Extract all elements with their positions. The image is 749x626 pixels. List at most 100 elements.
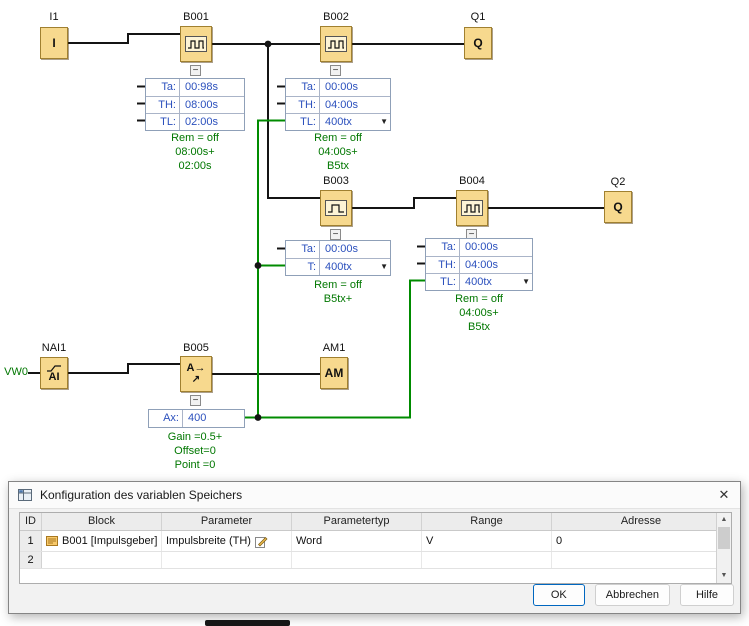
cell-parameter[interactable] xyxy=(162,552,292,568)
param-box-B005: Ax:400 xyxy=(148,409,245,428)
param-label: TH: xyxy=(426,257,460,273)
dropdown-icon[interactable]: ▼ xyxy=(522,277,530,287)
dialog-icon xyxy=(17,488,33,502)
collapse-button-B001[interactable]: − xyxy=(190,65,201,76)
block-B003[interactable] xyxy=(320,190,352,226)
block-Q1[interactable]: Q xyxy=(464,27,492,59)
header-block: Block xyxy=(42,513,162,530)
edit-parameter-icon[interactable] xyxy=(255,535,268,548)
annotation-B004: Rem = off 04:00s+ B5tx xyxy=(425,292,533,334)
block-label-B004: B004 xyxy=(448,175,496,187)
param-value[interactable]: 00:00s xyxy=(460,239,532,256)
minus-icon: − xyxy=(193,65,199,76)
cell-adresse[interactable] xyxy=(552,552,731,568)
output-symbol: Q xyxy=(473,36,482,50)
cell-range[interactable] xyxy=(422,552,552,568)
variable-memory-dialog: Konfiguration des variablen Speichers ✕ … xyxy=(8,481,741,614)
block-label-B003: B003 xyxy=(312,175,360,187)
scrollbar-thumb[interactable] xyxy=(718,527,730,549)
param-label: TL: xyxy=(426,274,460,290)
table-row[interactable]: 1 B001 [Impulsgeber] Impulsbreite (TH) W xyxy=(20,531,731,552)
header-adresse: Adresse xyxy=(552,513,731,530)
block-AM1[interactable]: AM xyxy=(320,357,348,389)
param-value[interactable]: 00:98s xyxy=(180,79,244,96)
cell-id[interactable]: 2 xyxy=(20,552,42,568)
param-value[interactable]: 400 xyxy=(183,410,244,427)
dropdown-icon[interactable]: ▼ xyxy=(380,262,388,272)
taskbar-peek xyxy=(205,620,290,626)
block-label-B001: B001 xyxy=(172,11,220,23)
param-label: TL: xyxy=(146,114,180,130)
param-box-B002: Ta:00:00s TH:04:00s TL:400tx▼ xyxy=(285,78,391,131)
ok-button[interactable]: OK xyxy=(533,584,585,606)
block-B001[interactable] xyxy=(180,26,212,62)
minus-icon: − xyxy=(193,395,199,406)
param-value[interactable]: 00:00s xyxy=(320,241,390,258)
pulse-generator-icon xyxy=(325,36,347,52)
block-label-B002: B002 xyxy=(312,11,360,23)
block-label-Q1: Q1 xyxy=(454,11,502,23)
close-icon[interactable]: ✕ xyxy=(708,487,740,503)
param-label: T: xyxy=(286,259,320,275)
output-symbol: Q xyxy=(613,200,622,214)
header-parametertyp: Parametertyp xyxy=(292,513,422,530)
cell-block[interactable] xyxy=(42,552,162,568)
cell-parametertyp[interactable] xyxy=(292,552,422,568)
collapse-button-B002[interactable]: − xyxy=(330,65,341,76)
block-NAI1[interactable]: AI xyxy=(40,357,68,389)
collapse-button-B003[interactable]: − xyxy=(330,229,341,240)
block-B005[interactable]: A→ ↗ xyxy=(180,356,212,392)
param-label: Ax: xyxy=(149,410,183,427)
minus-icon: − xyxy=(333,229,339,240)
param-label: TH: xyxy=(286,97,320,113)
dropdown-icon[interactable]: ▼ xyxy=(380,117,388,127)
block-label-B005: B005 xyxy=(172,342,220,354)
block-label-I1: I1 xyxy=(30,11,78,23)
scroll-up-icon[interactable]: ▲ xyxy=(717,513,731,527)
param-value[interactable]: 04:00s xyxy=(320,97,390,113)
param-label: TH: xyxy=(146,97,180,113)
cell-parametertyp[interactable]: Word xyxy=(292,531,422,551)
param-value[interactable]: 400tx▼ xyxy=(460,274,532,290)
block-label-NAI1: NAI1 xyxy=(30,342,78,354)
param-value[interactable]: 04:00s xyxy=(460,257,532,273)
help-button[interactable]: Hilfe xyxy=(680,584,734,606)
cell-adresse[interactable]: 0 xyxy=(552,531,731,551)
param-value[interactable]: 02:00s xyxy=(180,114,244,130)
header-id: ID xyxy=(20,513,42,530)
annotation-B002: Rem = off 04:00s+ B5tx xyxy=(285,131,391,173)
collapse-button-B005[interactable]: − xyxy=(190,395,201,406)
param-value[interactable]: 400tx▼ xyxy=(320,114,390,130)
param-box-B003: Ta:00:00s T:400tx▼ xyxy=(285,240,391,276)
analog-input-symbol: AI xyxy=(49,372,60,382)
header-range: Range xyxy=(422,513,552,530)
param-box-B001: Ta:00:98s TH:08:00s TL:02:00s xyxy=(145,78,245,131)
block-B004[interactable] xyxy=(456,190,488,226)
table-row[interactable]: 2 xyxy=(20,552,731,569)
scroll-down-icon[interactable]: ▼ xyxy=(717,569,731,583)
vertical-scrollbar[interactable]: ▲ ▼ xyxy=(716,513,731,583)
param-value[interactable]: 00:00s xyxy=(320,79,390,96)
cell-id[interactable]: 1 xyxy=(20,531,42,551)
param-label: Ta: xyxy=(426,239,460,256)
param-value[interactable]: 08:00s xyxy=(180,97,244,113)
input-symbol: I xyxy=(52,36,55,50)
block-B002[interactable] xyxy=(320,26,352,62)
parameter-table: ID Block Parameter Parametertyp Range Ad… xyxy=(19,512,732,584)
block-label-AM1: AM1 xyxy=(310,342,358,354)
cancel-button[interactable]: Abbrechen xyxy=(595,584,670,606)
dialog-titlebar[interactable]: Konfiguration des variablen Speichers ✕ xyxy=(9,482,740,509)
cell-range[interactable]: V xyxy=(422,531,552,551)
pulse-relay-icon xyxy=(325,200,347,216)
param-box-B004: Ta:00:00s TH:04:00s TL:400tx▼ xyxy=(425,238,533,291)
cell-block[interactable]: B001 [Impulsgeber] xyxy=(42,531,162,551)
minus-icon: − xyxy=(333,65,339,76)
param-label: Ta: xyxy=(286,79,320,96)
pulse-generator-icon xyxy=(185,36,207,52)
block-I1[interactable]: I xyxy=(40,27,68,59)
block-Q2[interactable]: Q xyxy=(604,191,632,223)
cell-parameter[interactable]: Impulsbreite (TH) xyxy=(162,531,292,551)
table-header-row: ID Block Parameter Parametertyp Range Ad… xyxy=(20,513,731,531)
param-value[interactable]: 400tx▼ xyxy=(320,259,390,275)
